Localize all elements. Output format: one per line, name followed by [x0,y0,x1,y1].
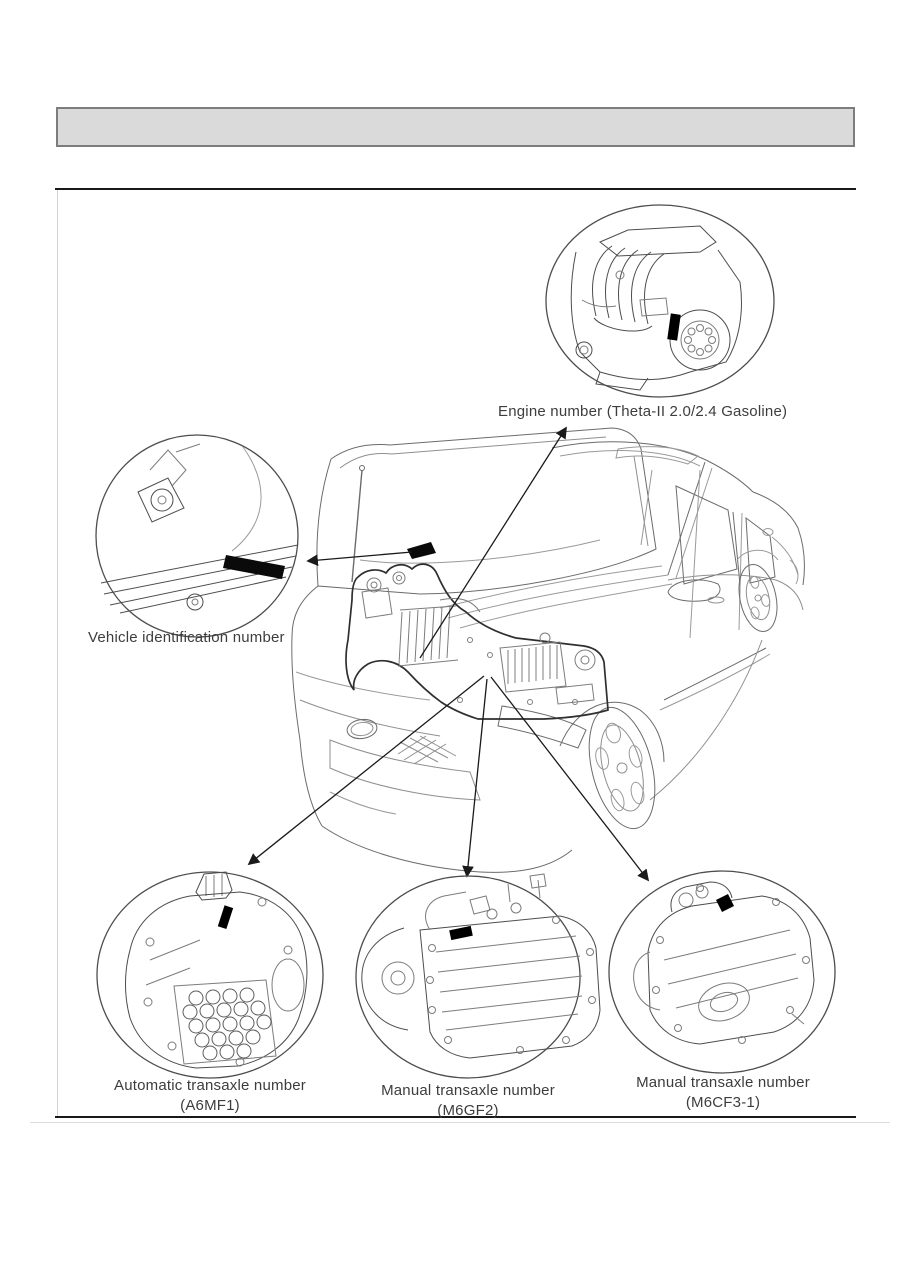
section-header-bar [56,107,855,147]
m6cf3-number-marker [716,894,734,912]
auto-transaxle-label-title: Automatic transaxle number [114,1077,306,1094]
figure-top-rule [55,188,856,190]
m6gf2-number-marker [449,925,473,941]
auto-transaxle-number-marker [217,905,234,930]
auto-transaxle-label-code: (A6MF1) [180,1097,240,1114]
manual-transaxle-m6gf2-callout [355,873,601,1079]
arrow-to-engine-number [419,426,567,659]
auto-transaxle-callout [96,871,324,1079]
engine-number-label: Engine number (Theta-II 2.0/2.4 Gasoline… [498,403,788,420]
valve-body-honeycomb [182,987,272,1061]
front-wheel [588,706,656,830]
arrow-to-manual-transaxle-m6gf2 [462,678,488,878]
m6cf3-label-code: (M6CF3-1) [685,1094,761,1111]
m6gf2-label-code: (M6GF2) [437,1102,499,1119]
m6cf3-label-title: Manual transaxle number [636,1074,810,1091]
m6gf2-label-title: Manual transaxle number [381,1082,555,1099]
arrow-to-vin-callout [306,551,413,566]
engine-number-marker [667,313,681,341]
figure-bottom-rule [55,1116,856,1118]
manual-transaxle-m6cf3-callout [608,870,836,1074]
vin-plate-location-marker [407,542,436,559]
engine-bay [345,542,609,720]
pointer-arrows [247,426,650,882]
arrow-to-auto-transaxle [247,675,485,866]
vin-label: Vehicle identification number [88,629,285,646]
vin-callout [95,434,299,638]
brand-badge [346,718,378,740]
car-illustration [291,427,805,873]
grille-mesh [397,735,457,765]
vin-plate-marker [223,555,285,579]
figure-left-border [57,190,58,1116]
rear-wheel [738,564,778,632]
arrow-to-manual-transaxle-m6cf3 [490,676,650,882]
engine-callout [545,204,775,398]
page-bottom-faint-line [30,1122,890,1123]
